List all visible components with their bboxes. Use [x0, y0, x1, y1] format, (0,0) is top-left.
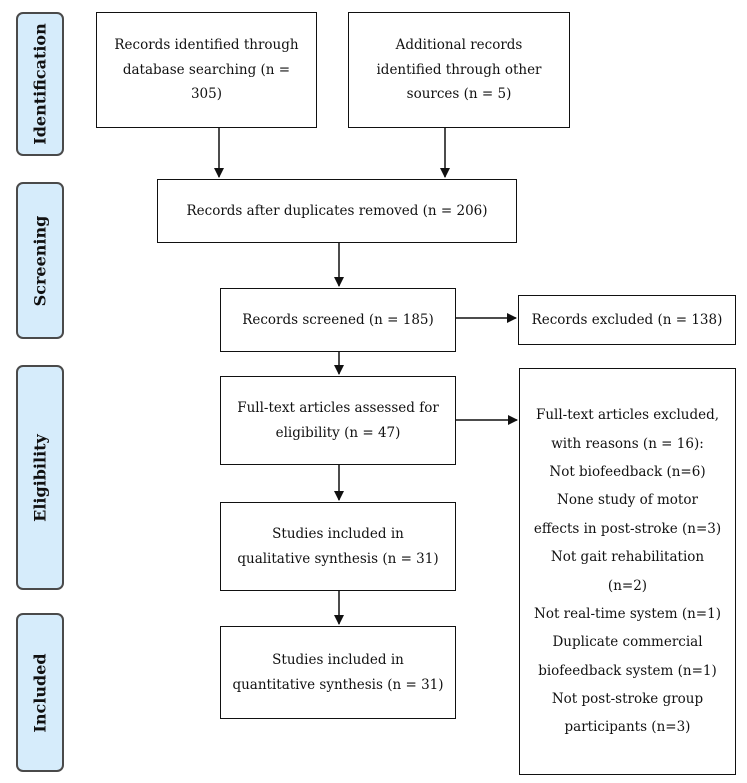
text-line: Studies included in	[272, 651, 404, 668]
text-line: None study of motor	[557, 492, 698, 509]
text-line: participants (n=3)	[564, 719, 691, 736]
box-full-text-excluded-text: Full-text articles excluded, with reasons…	[534, 401, 721, 741]
text-line: biofeedback system (n=1)	[538, 662, 717, 679]
text-line: Not real-time system (n=1)	[534, 605, 721, 622]
text-line: (n=2)	[607, 577, 648, 594]
text-line: Studies included in	[272, 525, 404, 542]
text-line: Records after duplicates removed (n = 20…	[186, 202, 488, 219]
text-line: Duplicate commercial	[552, 634, 703, 651]
box-quantitative-synthesis: Studies included in quantitative synthesi…	[220, 626, 456, 719]
text-line: effects in post-stroke (n=3)	[533, 520, 722, 537]
text-line: Records identified through	[114, 36, 299, 53]
phase-included: Included	[16, 613, 64, 772]
box-full-text-assessed-text: Full-text articles assessed for eligibili…	[237, 396, 439, 446]
text-line: database searching (n =	[122, 61, 291, 78]
text-line: Full-text articles assessed for	[237, 399, 439, 416]
text-line: Records excluded (n = 138)	[531, 311, 723, 328]
box-quantitative-synthesis-text: Studies included in quantitative synthesi…	[232, 648, 443, 698]
box-duplicates-removed-text: Records after duplicates removed (n = 20…	[186, 199, 487, 224]
box-database-search: Records identified through database searc…	[96, 12, 317, 128]
text-line: with reasons (n = 16):	[551, 435, 704, 452]
box-duplicates-removed: Records after duplicates removed (n = 20…	[157, 179, 517, 243]
box-records-excluded-text: Records excluded (n = 138)	[532, 308, 723, 333]
text-line: 305)	[190, 86, 223, 103]
box-full-text-assessed: Full-text articles assessed for eligibili…	[220, 376, 456, 465]
box-other-sources: Additional records identified through oth…	[348, 12, 570, 128]
text-line: Not post-stroke group	[551, 690, 704, 707]
phase-identification: Identification	[16, 12, 64, 156]
box-qualitative-synthesis-text: Studies included in qualitative synthesis…	[237, 522, 438, 572]
text-line: sources (n = 5)	[406, 86, 512, 103]
text-line: Full-text articles excluded,	[535, 407, 720, 424]
box-records-screened: Records screened (n = 185)	[220, 288, 456, 352]
phase-eligibility: Eligibility	[16, 365, 64, 590]
text-line: identified through other	[376, 61, 542, 78]
box-database-search-text: Records identified through database searc…	[114, 33, 298, 108]
text-line: quantitative synthesis (n = 31)	[232, 676, 444, 693]
text-line: Not biofeedback (n=6)	[549, 464, 706, 481]
text-line: Not gait rehabilitation	[550, 549, 705, 566]
box-other-sources-text: Additional records identified through oth…	[376, 33, 541, 108]
text-line: eligibility (n = 47)	[275, 424, 401, 441]
phase-screening: Screening	[16, 182, 64, 339]
box-records-screened-text: Records screened (n = 185)	[242, 308, 434, 333]
box-qualitative-synthesis: Studies included in qualitative synthesis…	[220, 502, 456, 591]
text-line: Records screened (n = 185)	[242, 311, 434, 328]
box-full-text-excluded: Full-text articles excluded, with reasons…	[519, 368, 736, 775]
box-records-excluded: Records excluded (n = 138)	[518, 295, 736, 345]
text-line: qualitative synthesis (n = 31)	[237, 550, 439, 567]
text-line: Additional records	[395, 36, 523, 53]
